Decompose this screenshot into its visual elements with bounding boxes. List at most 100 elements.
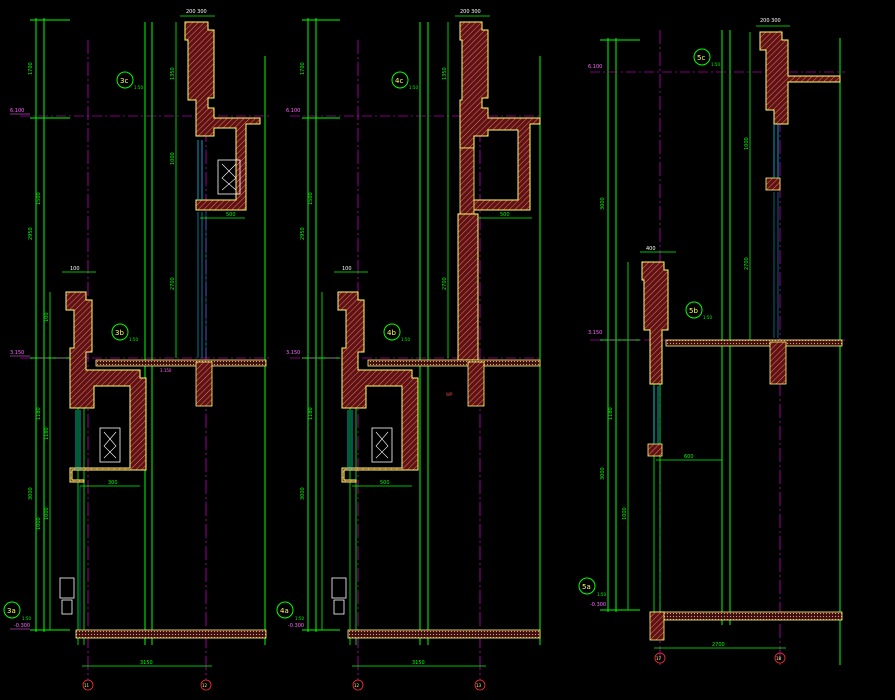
callout-4c	[391, 71, 409, 89]
svg-text:1180: 1180	[36, 407, 42, 420]
svg-text:3150: 3150	[412, 660, 425, 666]
callout-3b	[111, 323, 129, 341]
svg-text:300: 300	[108, 480, 118, 486]
svg-text:100: 100	[70, 266, 80, 272]
svg-text:1:50: 1:50	[22, 616, 31, 621]
dim-text: 3150	[140, 660, 153, 666]
dim-text: 500	[226, 212, 236, 218]
dim-text: 1700	[28, 62, 34, 75]
column-wall	[457, 213, 479, 361]
svg-text:5a: 5a	[582, 583, 591, 591]
callout-5c	[693, 48, 711, 66]
svg-text:2700: 2700	[170, 277, 176, 290]
section-middle: 1700 2950 3000 1500 1180 6.100 3.150 -0.…	[276, 9, 541, 691]
dim-text: 200 300	[186, 9, 207, 15]
axis-bubble	[474, 679, 486, 691]
callout-label: 3c	[120, 77, 128, 85]
svg-text:1:50: 1:50	[703, 315, 712, 320]
svg-text:1:50: 1:50	[401, 337, 410, 342]
svg-text:1:50: 1:50	[597, 592, 606, 597]
svg-text:500: 500	[380, 480, 390, 486]
window-unit	[99, 427, 121, 463]
svg-text:4b: 4b	[387, 329, 396, 337]
svg-text:3000: 3000	[600, 467, 606, 480]
svg-text:500: 500	[500, 212, 510, 218]
svg-text:1:50: 1:50	[409, 85, 418, 90]
window-unit	[371, 427, 393, 463]
svg-text:100: 100	[44, 312, 50, 322]
svg-text:12: 12	[202, 683, 208, 688]
svg-text:4a: 4a	[280, 607, 289, 615]
svg-text:200 300: 200 300	[760, 18, 781, 24]
window-unit	[217, 159, 241, 195]
level-text: 3.150	[10, 350, 24, 356]
ground-slab	[75, 629, 267, 639]
floor-slab	[665, 339, 843, 347]
svg-text:11: 11	[84, 683, 90, 688]
parapet-profile	[65, 291, 147, 483]
callout-5a	[578, 577, 596, 595]
floor-slab	[367, 359, 541, 367]
axis-bubble	[82, 679, 94, 691]
section-right: 3000 3000 1180 6.100 3.150 -0.300 200 30…	[578, 18, 845, 665]
floor-slab	[95, 359, 267, 367]
parapet-profile	[759, 31, 841, 125]
svg-text:1000: 1000	[36, 517, 42, 530]
svg-text:3.150: 3.150	[588, 330, 602, 336]
level-text: -0.300	[14, 623, 30, 629]
level-text: 6.100	[10, 108, 24, 114]
svg-text:1180: 1180	[608, 407, 614, 420]
callout-3a	[3, 601, 21, 619]
ground-slab	[347, 629, 541, 639]
callout-3c	[116, 71, 134, 89]
parapet-profile	[184, 21, 261, 211]
svg-text:3000: 3000	[600, 197, 606, 210]
callout-4b	[383, 323, 401, 341]
svg-text:1:50: 1:50	[134, 85, 143, 90]
axis-bubble	[774, 652, 786, 664]
svg-text:1350: 1350	[170, 67, 176, 80]
svg-text:-0.300: -0.300	[590, 602, 606, 608]
svg-text:1180: 1180	[44, 427, 50, 440]
svg-text:5c: 5c	[697, 54, 705, 62]
svg-text:1:50: 1:50	[295, 616, 304, 621]
svg-text:1000: 1000	[622, 507, 628, 520]
svg-text:3b: 3b	[115, 329, 124, 337]
svg-text:6.100: 6.100	[286, 108, 300, 114]
svg-text:100: 100	[342, 266, 352, 272]
svg-text:200 300: 200 300	[460, 9, 481, 15]
svg-text:-0.300: -0.300	[288, 623, 304, 629]
svg-text:1700: 1700	[300, 62, 306, 75]
axis-bubble	[352, 679, 364, 691]
svg-text:1500: 1500	[308, 192, 314, 205]
svg-text:1:50: 1:50	[711, 62, 720, 67]
svg-text:400: 400	[646, 246, 656, 252]
callout-4a	[276, 601, 294, 619]
svg-text:17: 17	[656, 656, 662, 661]
svg-text:4c: 4c	[395, 77, 403, 85]
ground-slab	[649, 611, 843, 621]
beam	[195, 361, 213, 407]
svg-text:1350: 1350	[442, 67, 448, 80]
svg-text:1000: 1000	[44, 507, 50, 520]
svg-text:1:50: 1:50	[129, 337, 138, 342]
svg-text:3a: 3a	[7, 607, 16, 615]
svg-text:1000: 1000	[744, 137, 750, 150]
svg-text:2950: 2950	[300, 227, 306, 240]
svg-text:2700: 2700	[744, 257, 750, 270]
svg-text:600: 600	[684, 454, 694, 460]
svg-text:3.150: 3.150	[286, 350, 300, 356]
axis-bubble	[200, 679, 212, 691]
svg-text:2700: 2700	[442, 277, 448, 290]
parapet-profile	[641, 261, 669, 385]
parapet-profile	[337, 291, 419, 483]
svg-text:2700: 2700	[712, 642, 725, 648]
callout-5b	[685, 301, 703, 319]
svg-text:3.150: 3.150	[160, 368, 172, 373]
svg-text:13: 13	[476, 683, 482, 688]
svg-text:5b: 5b	[689, 307, 698, 315]
svg-text:WP: WP	[446, 392, 453, 397]
beam	[769, 341, 787, 385]
svg-text:3000: 3000	[300, 487, 306, 500]
